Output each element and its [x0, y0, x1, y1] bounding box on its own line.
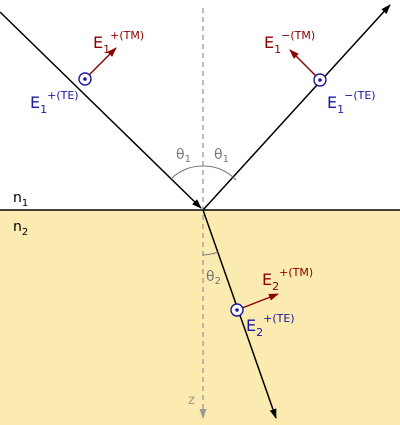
- reflected-tm-label: E1−(TM): [264, 29, 315, 56]
- reflected-te-label: E1−(TE): [327, 89, 376, 116]
- theta2-arc: [202, 251, 219, 256]
- theta1-label-right: θ1: [214, 147, 229, 165]
- theta1-arc-reflected: [202, 165, 237, 181]
- incident-ray: [0, 11, 202, 209]
- z-axis-label: z: [188, 393, 195, 408]
- incident-tm-arrow: [84, 47, 117, 80]
- transmitted-te-label: E2+(TE): [246, 312, 295, 339]
- incident-te-symbol-icon: [78, 72, 92, 86]
- reflected-tm-arrow: [289, 49, 321, 81]
- incident-tm-label: E1+(TM): [93, 29, 144, 56]
- theta1-label-left: θ1: [176, 147, 191, 165]
- transmitted-tm-arrow: [236, 293, 279, 311]
- theta1-arc-incident: [170, 165, 204, 180]
- incident-te-label: E1+(TE): [30, 89, 79, 116]
- theta2-label: θ2: [206, 269, 221, 287]
- medium-1-label: n1: [13, 190, 28, 209]
- medium-2-region: [0, 210, 400, 425]
- reflected-te-symbol-icon: [313, 73, 327, 87]
- transmitted-te-symbol-icon: [230, 303, 244, 317]
- transmitted-tm-label: E2+(TM): [262, 266, 313, 293]
- medium-2-label: n2: [13, 219, 28, 238]
- reflected-ray: [202, 4, 391, 211]
